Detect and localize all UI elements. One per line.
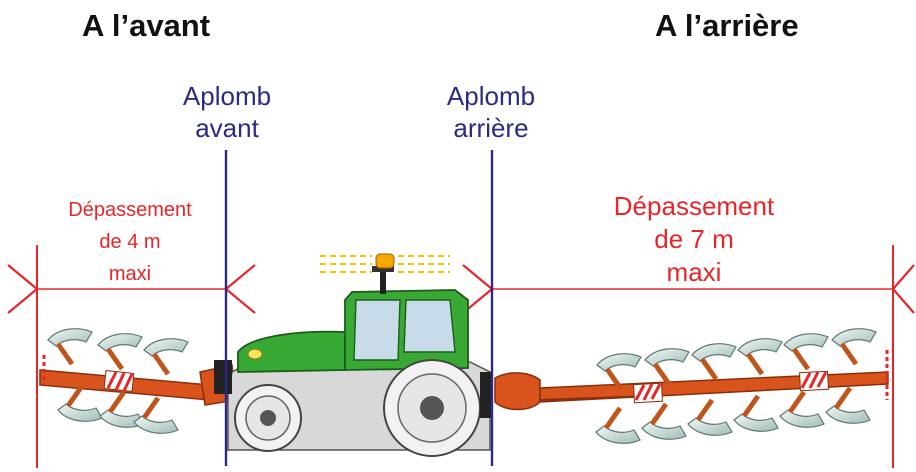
front-plumb-label-line: Aplomb xyxy=(182,81,272,111)
rotating-beacon-icon xyxy=(320,253,450,273)
front-plough-icon xyxy=(39,329,237,434)
rear-heading: A l’arrière xyxy=(655,8,799,43)
rear-plumb-label-line: Aplomb xyxy=(446,81,536,111)
rear-plumb-label: Aplomb arrière xyxy=(411,80,571,144)
rear-overhang-label-line: de 7 m xyxy=(654,224,734,254)
front-overhang-label-line: maxi xyxy=(108,263,152,285)
rear-overhang-label: Dépassement de 7 m maxi xyxy=(590,190,798,289)
rear-plough-icon xyxy=(494,329,889,444)
front-overhang-label: Dépassement de 4 m maxi xyxy=(44,194,216,290)
front-heading: A l’avant xyxy=(82,8,211,43)
front-overhang-label-line: de 4 m xyxy=(99,231,161,253)
rear-plumb-label-line: arrière xyxy=(453,113,529,143)
front-plumb-label-line: avant xyxy=(195,113,259,143)
front-plumb-label: Aplomb avant xyxy=(147,80,307,144)
rear-overhang-label-line: Dépassement xyxy=(613,191,775,221)
tractor-icon xyxy=(214,266,492,457)
rear-overhang-label-line: maxi xyxy=(666,257,722,287)
front-overhang-limit xyxy=(7,245,256,468)
front-overhang-label-line: Dépassement xyxy=(68,199,192,221)
